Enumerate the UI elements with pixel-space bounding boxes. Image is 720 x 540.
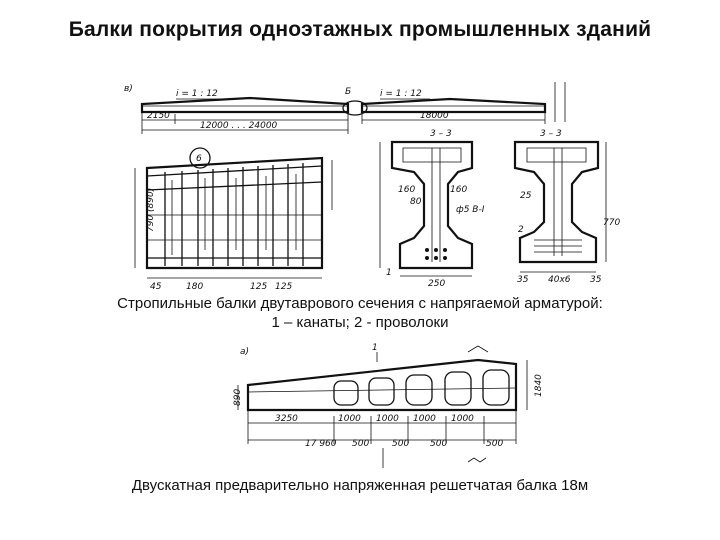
top-beam-elevation: в) i = 1 : 12 i = 1 : 12 Б 2150 12000 . … (124, 82, 566, 134)
mark-1: 1 (386, 268, 392, 278)
dim-40x6: 40х6 (548, 275, 571, 285)
mark-2: 2 (518, 225, 524, 235)
detail-label-b: Б (345, 87, 351, 97)
cross-section-1: 3 – 3 160 160 80 ф5 В-I 250 1 (379, 129, 485, 289)
slope-label-left: i = 1 : 12 (176, 89, 218, 99)
dim-1000-d: 1000 (451, 414, 474, 424)
cross-section-2: 3 – 3 2 25 770 35 40х6 35 (513, 129, 620, 285)
callout-6: 6 (196, 154, 202, 164)
dim-770: 770 (603, 218, 620, 228)
dim-160-left: 160 (398, 185, 415, 195)
dim-250: 250 (428, 279, 445, 289)
reinforcement-detail: 6 790 (890) 45 180 125 125 (134, 147, 333, 292)
dim-1000-a: 1000 (338, 414, 361, 424)
dim-35-left: 35 (517, 275, 529, 285)
section-label-2: 3 – 3 (540, 129, 562, 139)
caption-i-beams-line1: Стропильные балки двутаврового сечения с… (117, 295, 603, 312)
dim-35-right: 35 (590, 275, 602, 285)
dim-1000-b: 1000 (376, 414, 399, 424)
dim-17960: 17 960 (305, 439, 337, 449)
drawing-label-v: в) (124, 84, 133, 94)
dim-height: 790 (890) (146, 188, 156, 232)
dim-3250: 3250 (275, 414, 298, 424)
dim-180: 180 (186, 282, 203, 292)
dim-18000: 18000 (420, 111, 449, 121)
dim-80: 80 (410, 197, 422, 207)
slide-title: Балки покрытия одноэтажных промышленных … (68, 18, 652, 41)
lattice-beam: а) 1 890 1840 3250 1000 1000 1000 1000 (233, 343, 544, 468)
dim-1000-c: 1000 (413, 414, 436, 424)
bottom-mark-1: 1 (372, 343, 378, 353)
rebar-note: ф5 В-I (456, 205, 485, 215)
caption-lattice-beam: Двускатная предварительно напряженная ре… (131, 477, 589, 494)
dim-span: 12000 . . . 24000 (200, 121, 278, 131)
dim-2150: 2150 (147, 111, 170, 121)
dim-160-right: 160 (450, 185, 467, 195)
dim-890: 890 (233, 389, 243, 406)
drawing-label-a: а) (240, 347, 249, 357)
caption-i-beams-line2: 1 – канаты; 2 - проволоки (271, 314, 449, 331)
dim-125b: 125 (275, 282, 292, 292)
dim-125a: 125 (250, 282, 267, 292)
slope-label-right: i = 1 : 12 (380, 89, 422, 99)
dim-1840: 1840 (534, 374, 544, 397)
dim-500-c: 500 (430, 439, 447, 449)
dim-500-a: 500 (352, 439, 369, 449)
dim-500-b: 500 (392, 439, 409, 449)
dim-500-d: 500 (486, 439, 503, 449)
section-label-1: 3 – 3 (430, 129, 452, 139)
dim-25: 25 (520, 191, 532, 201)
caption-i-beams: Стропильные балки двутаврового сечения с… (0, 294, 720, 332)
dim-45: 45 (150, 282, 162, 292)
